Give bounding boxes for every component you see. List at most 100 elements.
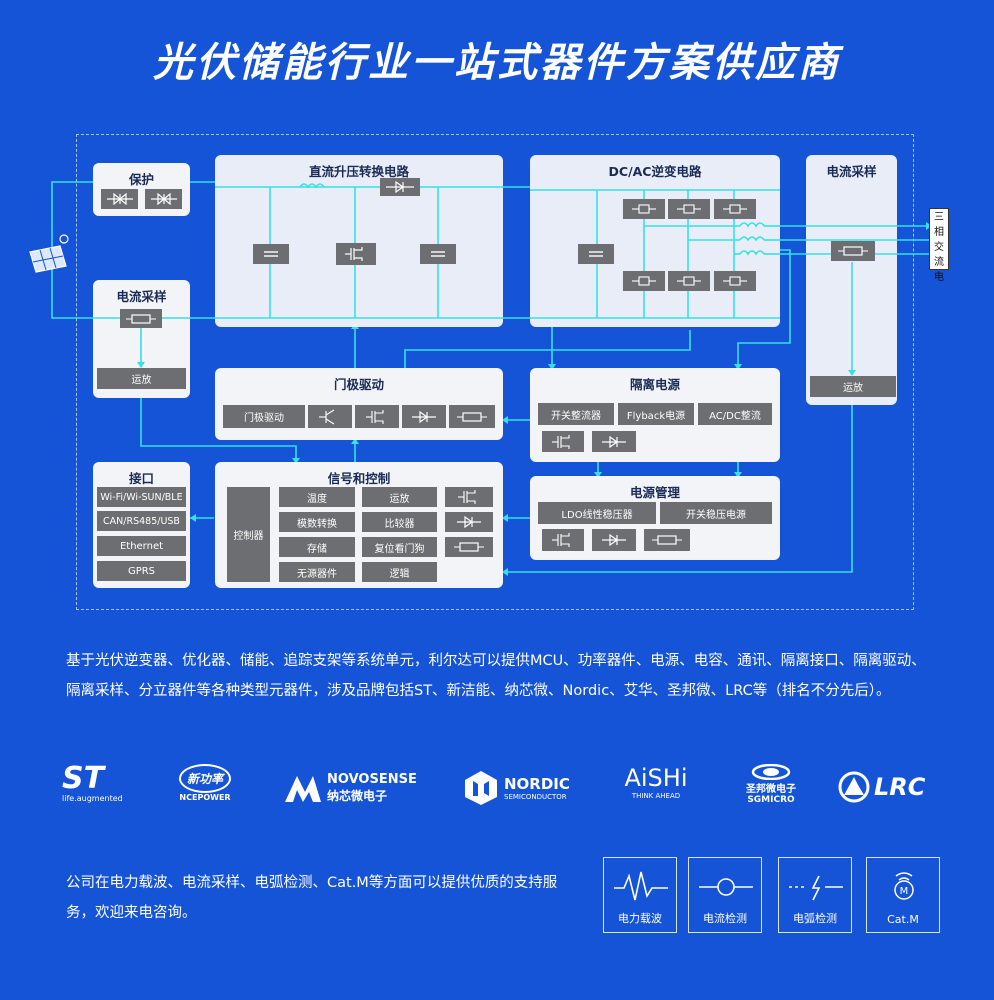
- novosense-logo-cn: 纳芯微电子: [327, 789, 388, 803]
- comparator-chip: 比较器: [362, 512, 437, 532]
- flyback-power-chip: Flyback电源: [618, 403, 694, 425]
- three-phase-ac-label: 三相交流电: [929, 208, 949, 283]
- interface-gprs-chip: GPRS: [97, 561, 186, 581]
- tvs-diode-icon: [145, 189, 182, 209]
- page-title: 光伏储能行业一站式器件方案供应商: [153, 40, 841, 86]
- service-label: 电力载波: [618, 912, 662, 925]
- gate-driver-block: 门极驱动 门极驱动: [215, 368, 503, 440]
- ncepower-logo: 新功率 NCEPOWER: [170, 764, 240, 810]
- ac-dc-rectifier-chip: AC/DC整流: [698, 403, 772, 425]
- signal-control-title: 信号和控制: [327, 471, 391, 486]
- watchdog-chip: 复位看门狗: [362, 537, 437, 557]
- arc-detection-icon: [789, 875, 843, 901]
- novosense-logo-en: NOVOSENSE: [327, 772, 417, 787]
- shunt-resistor-icon: [831, 241, 875, 261]
- op-amp-left-chip: 运放: [97, 368, 186, 389]
- service-arc-detection: 电弧检测: [778, 857, 852, 933]
- st-logo-mark: ST: [62, 761, 105, 796]
- description-paragraph: 基于光伏逆变器、优化器、储能、追踪支架等系统单元，利尔达可以提供MCU、功率器件…: [66, 653, 926, 699]
- diode-icon: [592, 431, 636, 452]
- protection-title: 保护: [128, 172, 154, 187]
- dc-boost-title: 直流升压转换电路: [308, 164, 409, 179]
- dc-boost-block: 直流升压转换电路: [215, 155, 503, 327]
- controller-chip: 控制器: [227, 487, 270, 582]
- logic-chip: 逻辑: [362, 562, 437, 582]
- storage-chip: 存储: [279, 537, 355, 557]
- shunt-resistor-icon: [120, 309, 162, 328]
- diode-icon: [592, 529, 636, 551]
- svg-text:M: M: [900, 886, 909, 897]
- signal-control-block: 信号和控制 控制器 温度 模数转换 存储 无源器件 运放 比较器 复位看门狗 逻…: [215, 462, 503, 588]
- op-amp-chip: 运放: [362, 487, 437, 507]
- current-sampling-right-block: 电流采样: [806, 155, 897, 405]
- st-logo-tagline: life.augmented: [62, 794, 123, 803]
- interface-can-chip: CAN/RS485/USB: [97, 511, 186, 531]
- lrc-logo: LRC: [838, 768, 938, 806]
- ldo-regulator-chip: LDO线性稳压器: [538, 502, 656, 524]
- capacitor-icon: [253, 244, 289, 264]
- nordic-logo: NORDIC SEMICONDUCTOR: [464, 768, 588, 808]
- sgmicro-logo-cn: 圣邦微电子: [746, 784, 796, 795]
- interface-wireless-chip: Wi-Fi/Wi-SUN/BLE: [97, 487, 186, 507]
- sgmicro-logo: 圣邦微电子 SGMICRO: [736, 764, 806, 810]
- aishi-logo-en: AiSHi: [624, 764, 688, 792]
- service-power-line-carrier: 电力载波: [603, 857, 677, 933]
- switching-regulator-chip: 开关稳压电源: [660, 502, 772, 524]
- igbt-icon: [623, 199, 665, 219]
- interface-block: 接口 Wi-Fi/Wi-SUN/BLE CAN/RS485/USB Ethern…: [93, 462, 190, 588]
- isolated-power-title: 隔离电源: [629, 377, 680, 392]
- solar-panel-icon: [29, 234, 69, 273]
- op-amp-right-chip: 运放: [810, 376, 896, 397]
- power-management-title: 电源管理: [629, 485, 680, 500]
- resistor-icon: [449, 405, 495, 428]
- ncepower-logo-en: NCEPOWER: [179, 793, 231, 802]
- interface-title: 接口: [128, 471, 154, 486]
- diode-icon: [445, 512, 493, 532]
- service-note: 公司在电力载波、电流采样、电弧检测、Cat.M等方面可以提供优质的支持服务，欢迎…: [66, 875, 558, 921]
- sgmicro-logo-en: SGMICRO: [747, 795, 795, 805]
- tvs-diode-icon: [101, 189, 138, 209]
- igbt-icon: [668, 271, 710, 291]
- sgmicro-mark-icon: [751, 764, 791, 780]
- dc-ac-title: DC/AC逆变电路: [608, 164, 702, 179]
- switching-rectifier-chip: 开关整流器: [538, 403, 614, 425]
- mosfet-icon: [336, 243, 376, 265]
- resistor-icon: [445, 537, 493, 557]
- passive-components-chip: 无源器件: [279, 562, 355, 582]
- lrc-logo-text: LRC: [874, 773, 926, 801]
- adc-chip: 模数转换: [279, 512, 355, 532]
- nordic-logo-sub: SEMICONDUCTOR: [504, 793, 567, 801]
- isolated-power-block: 隔离电源 开关整流器 Flyback电源 AC/DC整流: [530, 368, 780, 462]
- igbt-icon: [714, 271, 756, 291]
- mosfet-icon: [355, 405, 399, 428]
- cat-m-icon: M: [894, 872, 914, 900]
- temperature-chip: 温度: [279, 487, 355, 507]
- novosense-logo: NOVOSENSE 纳芯微电子: [283, 768, 423, 808]
- nordic-logo-en: NORDIC: [504, 775, 570, 793]
- capacitor-icon: [420, 244, 456, 264]
- ncepower-logo-cn: 新功率: [178, 764, 231, 793]
- mosfet-icon: [542, 431, 584, 452]
- mosfet-icon: [542, 529, 584, 551]
- aishi-logo: AiSHi THINK AHEAD: [616, 764, 696, 808]
- nordic-mark-icon: [465, 771, 497, 805]
- service-cat-m: M Cat.M: [866, 857, 940, 933]
- dc-link-capacitor-icon: [578, 244, 614, 264]
- service-current-detection: 电流检测: [688, 857, 762, 933]
- current-sampling-right-title: 电流采样: [826, 164, 877, 179]
- igbt-icon: [668, 199, 710, 219]
- system-boundary: [76, 134, 914, 610]
- power-management-block: 电源管理 LDO线性稳压器 开关稳压电源: [530, 476, 780, 560]
- diode-icon: [402, 405, 446, 428]
- service-label: 电弧检测: [793, 912, 837, 925]
- novosense-mark-icon: [285, 776, 321, 802]
- service-label: Cat.M: [887, 913, 919, 926]
- resistor-icon: [644, 529, 690, 551]
- gate-driver-title: 门极驱动: [333, 377, 384, 392]
- st-logo: ST life.augmented: [62, 764, 132, 808]
- current-sampling-left-title: 电流采样: [116, 289, 167, 304]
- mosfet-icon: [445, 487, 493, 507]
- waveform-icon: [614, 871, 668, 901]
- aishi-logo-sub: THINK AHEAD: [631, 792, 681, 800]
- igbt-icon: [623, 271, 665, 291]
